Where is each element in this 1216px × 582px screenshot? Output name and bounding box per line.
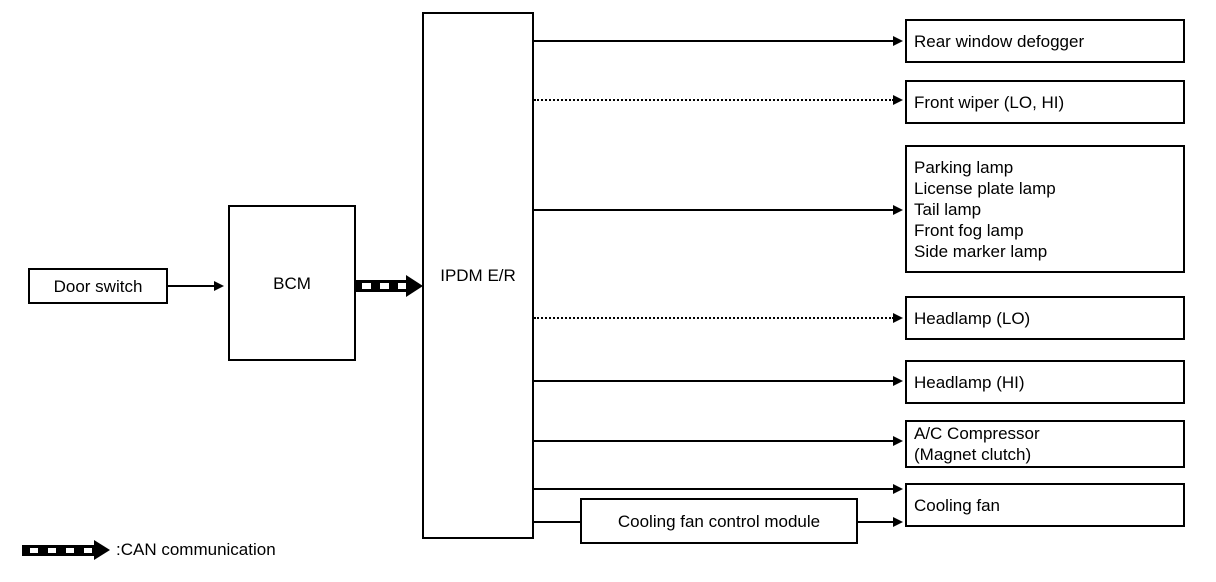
legend-dash <box>66 547 74 553</box>
connector-cooling-fan-direct <box>534 488 894 490</box>
arrow-headlamp-hi <box>893 376 903 386</box>
output-box-headlamp-lo[interactable]: Headlamp (LO) <box>905 296 1185 340</box>
output-box-rear-window-defogger[interactable]: Rear window defogger <box>905 19 1185 63</box>
can-bus-dash <box>380 283 389 289</box>
arrow-ac-compressor <box>893 436 903 446</box>
output-label-rear-window-defogger: Rear window defogger <box>914 31 1085 51</box>
output-label-front-wiper: Front wiper (LO, HI) <box>914 92 1065 112</box>
output-label-headlamp-lo: Headlamp (LO) <box>914 308 1031 328</box>
arrow-front-wiper <box>893 95 903 105</box>
node-ipdm-er[interactable]: IPDM E/R <box>422 12 534 539</box>
can-bus-arrow-icon <box>406 275 423 297</box>
legend-arrow-icon <box>94 540 110 560</box>
can-bus-dash <box>398 283 407 289</box>
ac-line-compressor: A/C Compressor <box>914 424 1040 443</box>
connector-ipdm-to-cooling-fan-module <box>534 521 582 523</box>
node-cooling-fan-control-module[interactable]: Cooling fan control module <box>580 498 858 544</box>
node-cooling-fan-control-module-label: Cooling fan control module <box>617 511 821 531</box>
legend-dash <box>48 547 56 553</box>
node-door-switch-label: Door switch <box>53 276 143 296</box>
legend-dash <box>30 547 38 553</box>
lamp-line-license-plate: License plate lamp <box>914 178 1056 198</box>
output-label-ac-compressor: A/C Compressor (Magnet clutch) <box>914 423 1183 465</box>
output-box-front-wiper[interactable]: Front wiper (LO, HI) <box>905 80 1185 124</box>
node-bcm[interactable]: BCM <box>228 205 356 361</box>
legend: :CAN communication <box>22 540 276 560</box>
can-bus-line <box>356 280 412 292</box>
node-door-switch[interactable]: Door switch <box>28 268 168 304</box>
arrow-cooling-fan-direct <box>893 484 903 494</box>
output-box-lamp-group[interactable]: Parking lamp License plate lamp Tail lam… <box>905 145 1185 273</box>
output-box-headlamp-hi[interactable]: Headlamp (HI) <box>905 360 1185 404</box>
connector-lamp-group <box>534 209 894 211</box>
arrow-rear-window-defogger <box>893 36 903 46</box>
arrow-lamp-group <box>893 205 903 215</box>
connector-headlamp-hi <box>534 380 894 382</box>
connector-ac-compressor <box>534 440 894 442</box>
arrow-cooling-fan-module-to-fan <box>893 517 903 527</box>
lamp-line-front-fog: Front fog lamp <box>914 220 1024 240</box>
lamp-line-parking: Parking lamp <box>914 157 1014 177</box>
legend-can-bus-icon <box>22 544 94 556</box>
node-ipdm-er-label: IPDM E/R <box>440 266 516 285</box>
connector-door-switch-to-bcm <box>168 285 216 287</box>
arrow-door-switch-to-bcm <box>214 281 224 291</box>
node-bcm-label: BCM <box>273 273 311 293</box>
output-label-lamp-group: Parking lamp License plate lamp Tail lam… <box>914 157 1183 262</box>
arrow-headlamp-lo <box>893 313 903 323</box>
can-bus-dash <box>362 283 371 289</box>
connector-front-wiper <box>534 99 894 101</box>
legend-label: :CAN communication <box>116 540 276 559</box>
connector-headlamp-lo <box>534 317 894 319</box>
connector-rear-window-defogger <box>534 40 894 42</box>
output-box-cooling-fan[interactable]: Cooling fan <box>905 483 1185 527</box>
connector-cooling-fan-module-to-fan <box>858 521 894 523</box>
output-box-ac-compressor[interactable]: A/C Compressor (Magnet clutch) <box>905 420 1185 468</box>
legend-dash <box>84 547 92 553</box>
output-label-cooling-fan: Cooling fan <box>914 495 1001 515</box>
lamp-line-side-marker: Side marker lamp <box>914 241 1048 261</box>
lamp-line-tail: Tail lamp <box>914 199 982 219</box>
ac-line-magnet-clutch: (Magnet clutch) <box>914 445 1032 464</box>
output-label-headlamp-hi: Headlamp (HI) <box>914 372 1025 392</box>
